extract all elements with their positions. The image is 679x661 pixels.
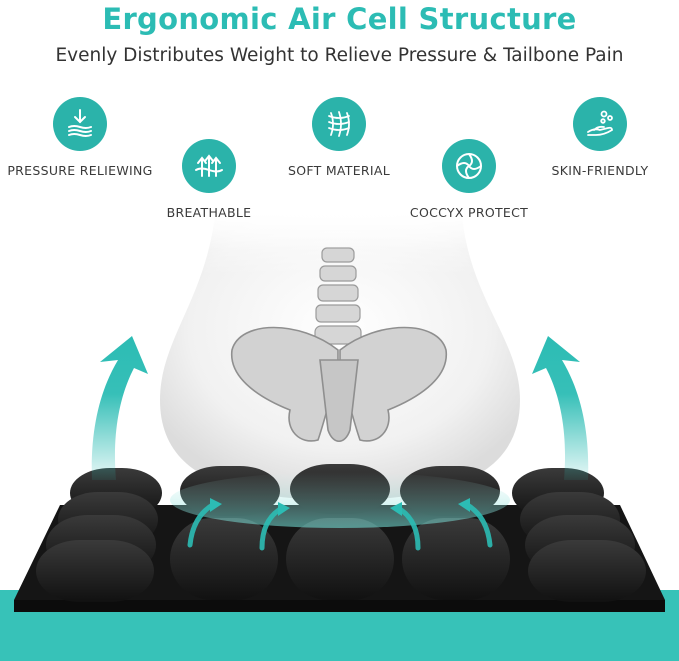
airflow-arrows (91, 336, 589, 480)
pelvis (231, 326, 447, 443)
feature-coccyx-protect: COCCYX PROTECT (379, 139, 559, 220)
feature-label: SKIN-FRIENDLY (551, 163, 649, 178)
feature-soft-material: SOFT MATERIAL (249, 97, 429, 178)
skin-friendly-icon (573, 97, 627, 151)
page-title: Ergonomic Air Cell Structure (102, 2, 577, 36)
feature-label: PRESSURE RELIEWING (7, 163, 153, 178)
feature-skin-friendly: SKIN-FRIENDLY (510, 97, 679, 178)
soft-material-icon (312, 97, 366, 151)
page-subtitle: Evenly Distributes Weight to Relieve Pre… (55, 45, 624, 66)
feature-pressure-relieving: PRESSURE RELIEWING (0, 97, 170, 178)
spine (314, 247, 362, 345)
coccyx-protect-icon (442, 139, 496, 193)
breathable-icon (182, 139, 236, 193)
feature-breathable: BREATHABLE (119, 139, 299, 220)
feature-label: SOFT MATERIAL (287, 163, 391, 178)
feature-label: BREATHABLE (166, 205, 252, 220)
feature-label: COCCYX PROTECT (409, 205, 529, 220)
pressure-relief-icon (53, 97, 107, 151)
